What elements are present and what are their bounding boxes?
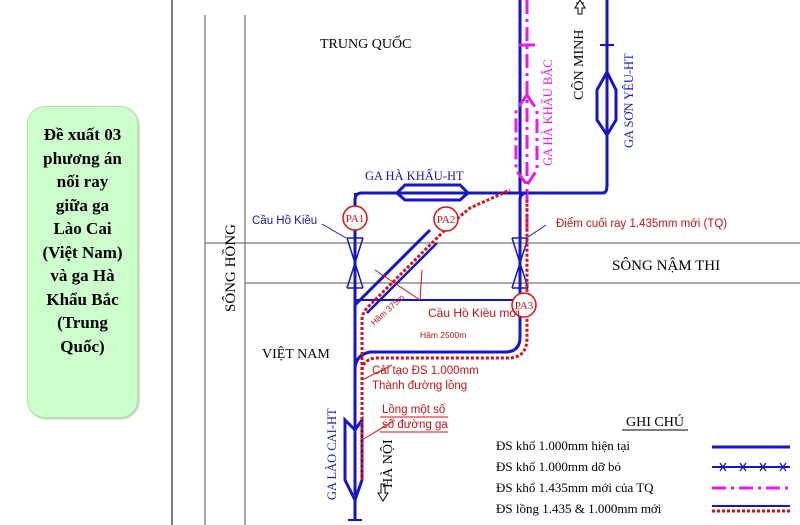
legend-swatch-crossed (712, 462, 790, 472)
proposal-line: giữa ga (55, 195, 110, 215)
label-thanh-duong-long: Thành đường lồng (372, 380, 467, 392)
label-ham-375: Hầm 375m (369, 292, 407, 327)
proposal-line: Lào Cai (53, 219, 112, 238)
proposal-line: nối ray (56, 172, 109, 191)
label-con-minh: CÔN MINH (570, 30, 587, 100)
label-ga-son-yeu-ht: GA SƠN YÊU-HT (622, 53, 636, 148)
proposal-line: (Trung (57, 313, 108, 332)
proposal-panel: Đề xuất 03 phương án nối ray giữa ga Lào… (27, 106, 138, 418)
legend-swatch-dotted (712, 505, 790, 513)
proposal-text: Đề xuất 03 phương án nối ray giữa ga Lào… (28, 123, 137, 358)
label-cai-tao: Cải tạo ĐS 1.000mm (372, 365, 479, 377)
pa1-marker: PA1 (342, 205, 368, 231)
label-ga-ha-khau-ht: GA HÀ KHẨU-HT (365, 168, 464, 183)
pa3-marker: PA3 (511, 292, 537, 318)
proposal-line: Quốc) (60, 336, 105, 356)
proposal-line: và ga Hà (50, 266, 115, 285)
label-cau-ho-kieu-moi: Cầu Hồ Kiều mới (428, 306, 520, 320)
label-ga-ha-khau-bac: GA HÀ KHẨU BẮC (540, 59, 555, 166)
label-song-nam-thi: SÔNG NẬM THI (612, 257, 720, 274)
label-long-mot-so: Lồng một số (382, 404, 446, 416)
legend-title: GHI CHÚ (626, 413, 684, 430)
label-song-hong: SÔNG HỒNG (221, 224, 239, 312)
proposal-line: Khẩu Bắc (46, 289, 119, 309)
pa2-marker: PA2 (433, 206, 459, 232)
proposal-line: phương án (43, 148, 122, 168)
label-cau-ho-kieu: Cầu Hồ Kiều (252, 215, 317, 227)
track-removed (354, 193, 521, 301)
proposal-line: Đề xuất 03 (43, 125, 122, 144)
pa1-label: PA1 (346, 213, 365, 225)
river-hong (204, 15, 246, 525)
legend-item-label: ĐS khổ 1.000mm hiện tại (496, 438, 630, 453)
label-ha-noi: HÀ NỘI (379, 439, 396, 488)
river-nam-thi (205, 242, 800, 284)
pa2-label: PA2 (437, 214, 456, 226)
track-mixed-gauge (353, 188, 529, 480)
legend-item-label: ĐS lồng 1.435 & 1.000mm mới (496, 501, 662, 516)
track-ticks (348, 44, 614, 521)
proposal-line: (Việt Nam) (42, 242, 123, 262)
pa3-label: PA3 (515, 300, 534, 312)
label-ga-lao-cai-ht: GA LÀO CAI-HT (325, 408, 339, 500)
label-viet-nam: VIỆT NAM (262, 345, 330, 362)
label-trung-quoc: TRUNG QUỐC (320, 34, 411, 52)
red-callouts (361, 269, 423, 441)
label-ham-2500: Hầm 2500m (420, 330, 466, 340)
arrow-up-icon (574, 0, 586, 15)
legend: GHI CHÚ ĐS khổ 1.000mm hiện tại ĐS khổ 1… (496, 413, 790, 516)
legend-item-label: ĐS khổ 1.000mm dỡ bỏ (496, 459, 621, 474)
arrow-down-icon (377, 483, 389, 502)
label-diem-cuoi-ray: Điểm cuối ray 1.435mm mới (TQ) (556, 218, 727, 230)
legend-item-label: ĐS khổ 1.435mm mới của TQ (496, 480, 654, 495)
bridge-cross (346, 237, 529, 289)
label-so-duong-ga: số đường ga (382, 419, 448, 431)
callouts (321, 223, 547, 239)
